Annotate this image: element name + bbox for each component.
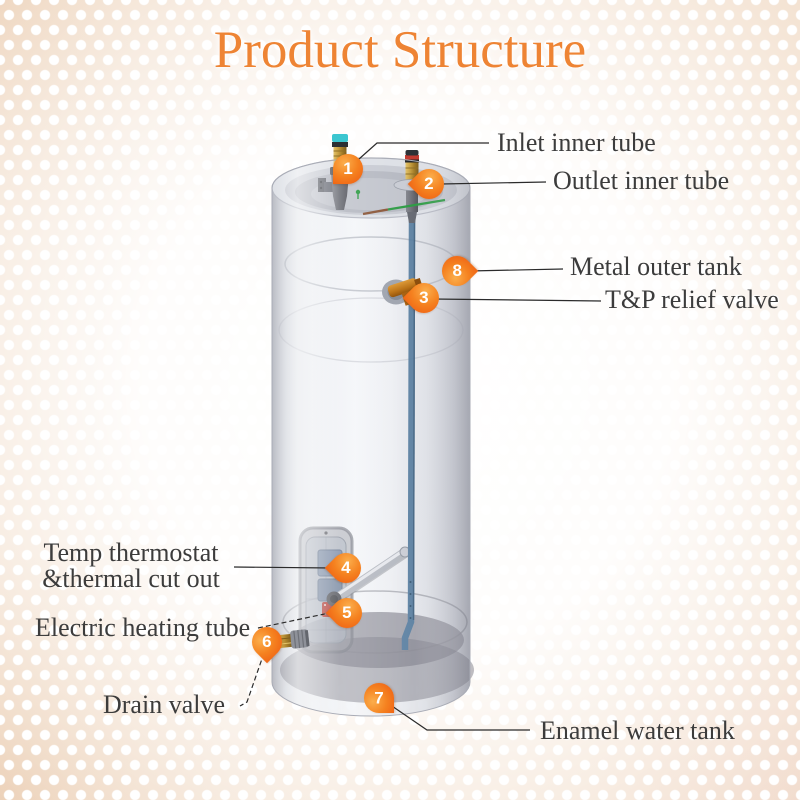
label-drain-valve: Drain valve — [103, 690, 226, 719]
callout-pin-6-number: 6 — [262, 632, 272, 651]
label-enamel-water-tank: Enamel water tank — [540, 716, 735, 745]
callout-pin-3-number: 3 — [419, 288, 429, 307]
label-tp-relief-valve: T&P relief valve — [605, 285, 779, 314]
label-metal-outer-tank: Metal outer tank — [570, 252, 742, 281]
callout-pin-2-number: 2 — [424, 174, 434, 193]
label-electric-heating-tube: Electric heating tube — [35, 613, 251, 642]
page-title: Product Structure — [213, 21, 587, 79]
label-inlet-inner-tube: Inlet inner tube — [497, 128, 656, 157]
inlet-cyan-cap — [332, 134, 348, 142]
label-temp-thermostat-line2: &thermal cut out — [42, 564, 220, 593]
callout-pin-4-number: 4 — [341, 558, 351, 577]
callout-pin-7-number: 7 — [374, 688, 384, 707]
label-temp-thermostat-line1: Temp thermostat — [43, 538, 219, 567]
label-outlet-inner-tube: Outlet inner tube — [553, 166, 730, 195]
callout-pin-5-number: 5 — [342, 603, 352, 622]
callout-pin-8-number: 8 — [452, 261, 462, 280]
callout-pin-1-number: 1 — [343, 159, 353, 178]
label-temp-thermostat: Temp thermostat &thermal cut out — [24, 540, 238, 592]
callout-pin-1: 1 — [333, 154, 363, 184]
outlet-red-ring — [405, 155, 419, 160]
callout-pin-7: 7 — [364, 683, 394, 713]
